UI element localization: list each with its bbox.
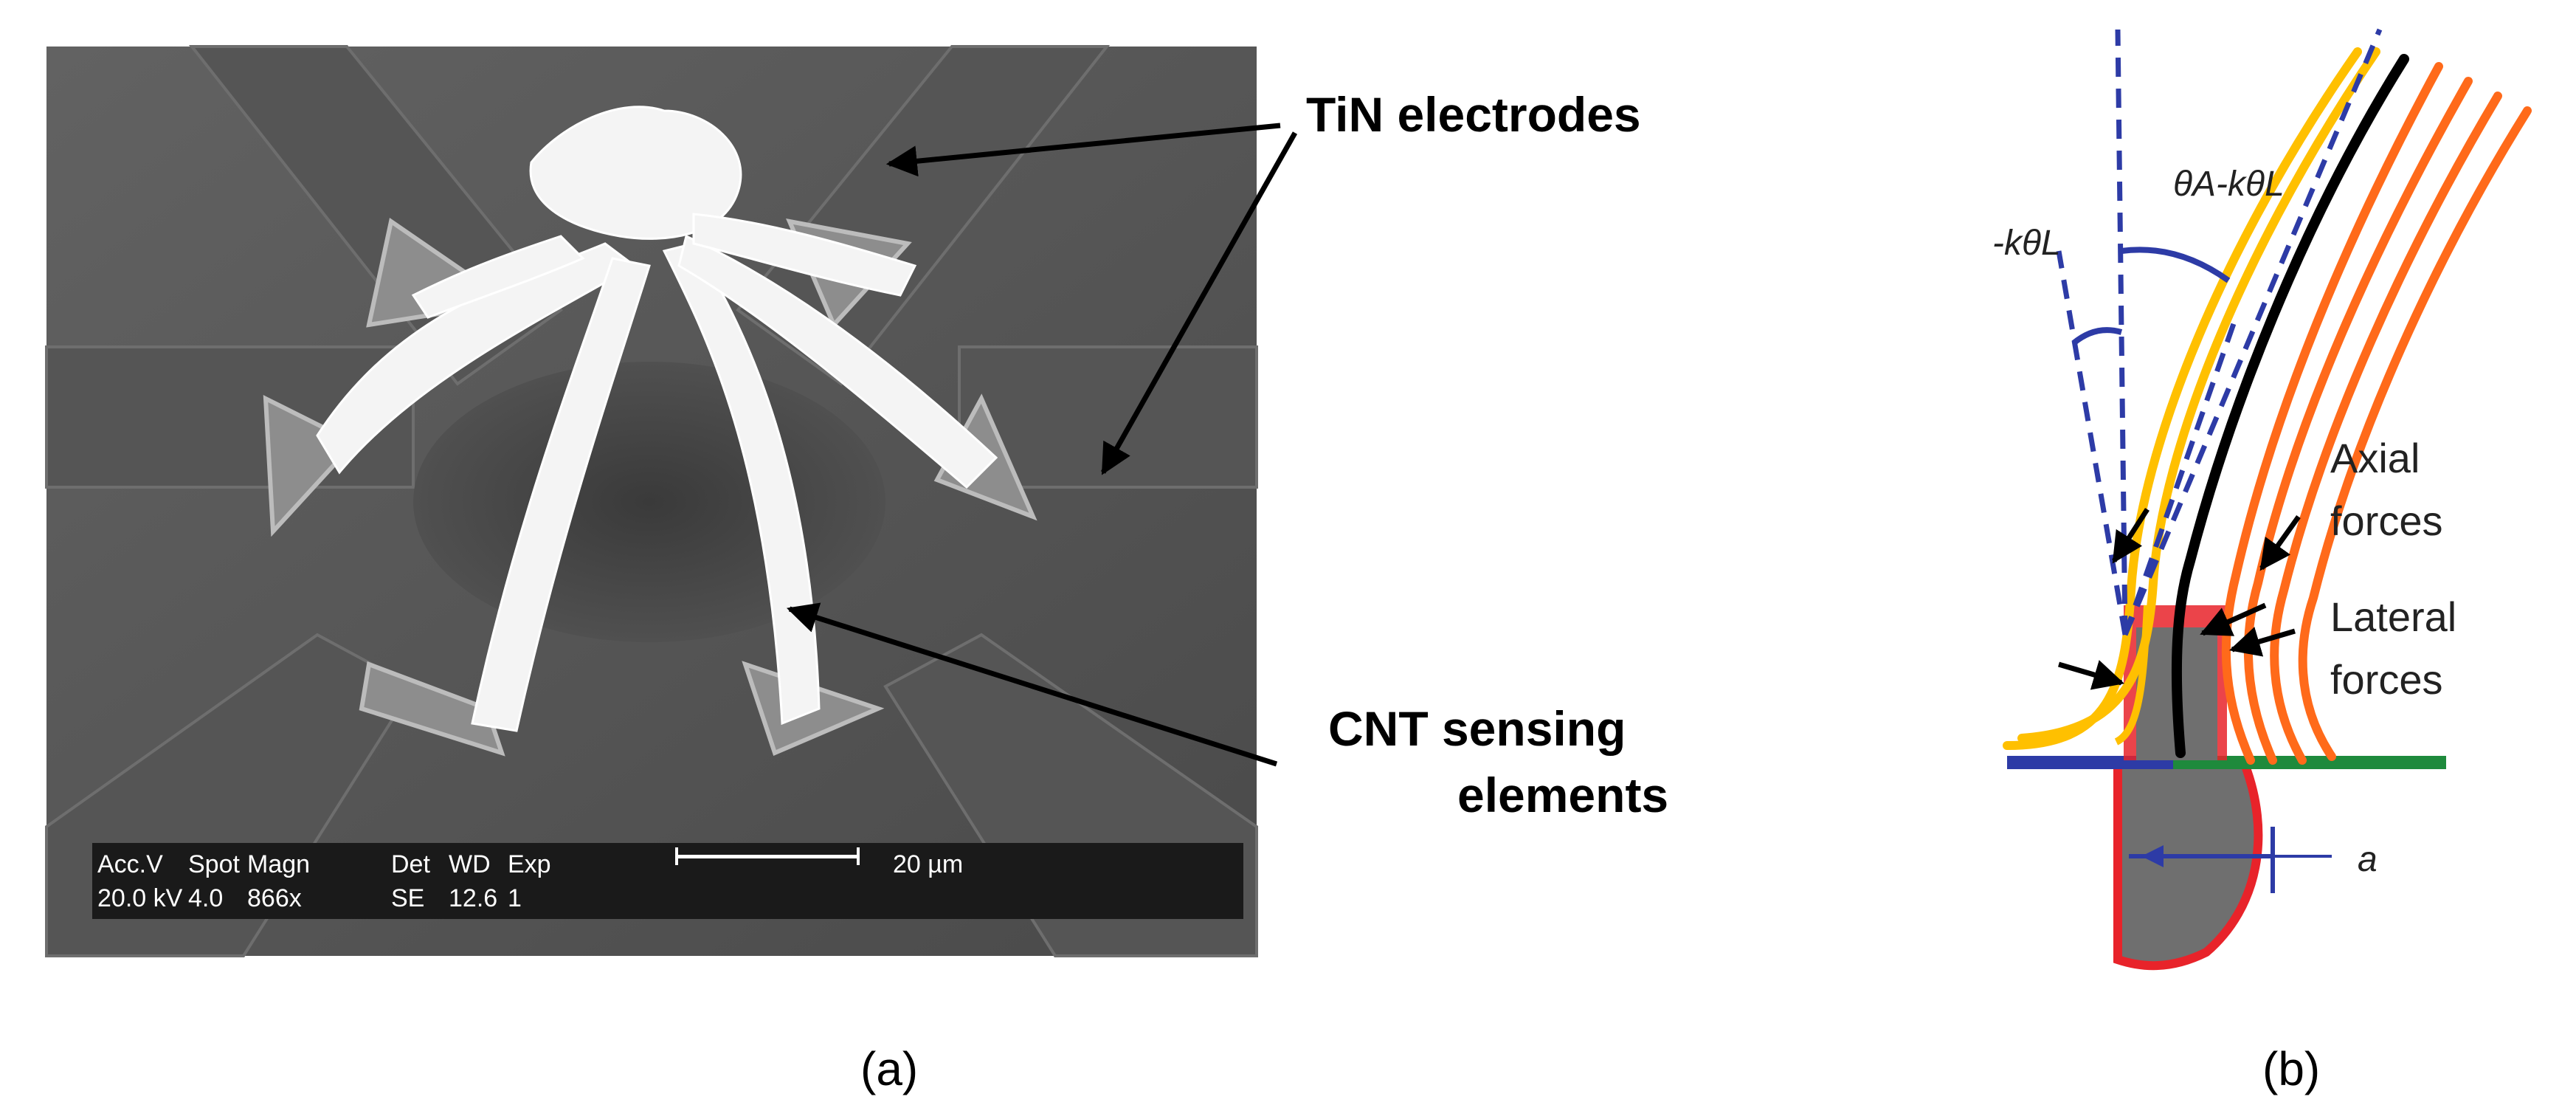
sem-scale-text: 20 µm: [893, 850, 963, 878]
cnt-label-line1: CNT sensing: [1328, 701, 1626, 756]
tin-arrow-1: [885, 123, 1281, 177]
sem-image: [45, 45, 1298, 957]
sem-v-spot: 4.0: [188, 884, 223, 912]
lateral-arrow-right: [2228, 627, 2296, 657]
sem-h-accv: Acc.V: [97, 850, 163, 878]
angle-arc-left: [2071, 327, 2123, 346]
sem-h-magn: Magn: [247, 850, 310, 878]
cnt-arrow: [786, 602, 1278, 767]
axial-arrow-yellow: [2112, 508, 2149, 564]
axial-arrow-orange: [2259, 514, 2301, 571]
angle-left-label: -kθL: [1992, 224, 2061, 263]
sem-h-det: Det: [391, 850, 430, 878]
tin-arrow-2: [1100, 131, 1298, 475]
lateral-arrow-mid: [2200, 602, 2267, 636]
sem-info-text: Acc.V Spot Magn Det WD Exp 20.0 kV 4.0 8…: [97, 850, 963, 912]
substrate-region: [2113, 756, 2263, 971]
angle-arc-right: [2121, 247, 2231, 283]
caption-b: (b): [2262, 1042, 2320, 1095]
angle-right-label: θA-kθL: [2173, 165, 2285, 204]
sem-v-wd: 12.6: [449, 884, 497, 912]
substrate-green: [2173, 756, 2446, 769]
sem-info-bar: [92, 843, 1243, 919]
lateral-label-line2: forces: [2330, 656, 2443, 703]
lateral-label-line1: Lateral: [2330, 593, 2456, 640]
axial-label-line1: Axial: [2330, 435, 2420, 481]
sem-h-exp: Exp: [508, 850, 551, 878]
annotation-arrows: [786, 123, 1298, 767]
schematic-b: [2003, 28, 2532, 971]
sem-v-exp: 1: [508, 884, 522, 912]
axial-label-line2: forces: [2330, 498, 2443, 544]
sem-v-magn: 866x: [247, 884, 302, 912]
sem-h-wd: WD: [449, 850, 491, 878]
tin-electrodes-label: TiN electrodes: [1306, 87, 1641, 142]
sem-v-det: SE: [391, 884, 424, 912]
cnt-label-line2: elements: [1457, 768, 1668, 822]
caption-a: (a): [860, 1042, 918, 1095]
lateral-arrow-left: [2058, 660, 2125, 690]
cnt-bundles: [316, 106, 998, 732]
sem-scale-bar: [675, 855, 860, 858]
orange-cnts: [2221, 62, 2532, 765]
sem-v-accv: 20.0 kV: [97, 884, 183, 912]
dimension-a-label: a: [2358, 840, 2378, 879]
sem-h-spot: Spot: [188, 850, 240, 878]
black-cnt: [2171, 54, 2409, 758]
